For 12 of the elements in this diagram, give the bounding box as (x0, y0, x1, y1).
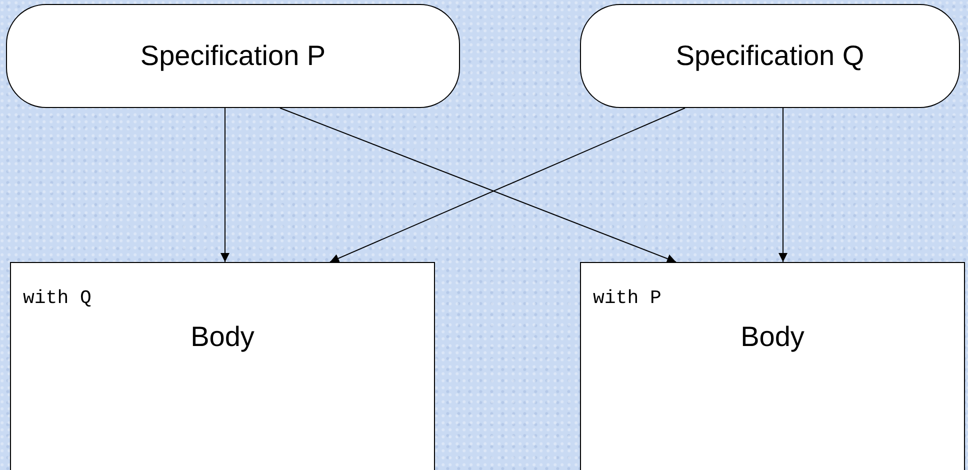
node-title: Specification P (140, 40, 326, 72)
code-text: with P (593, 287, 662, 309)
terminal-shape (6, 4, 460, 108)
arrow (778, 108, 788, 262)
code-text: with Q (23, 287, 92, 309)
module-box (580, 262, 965, 470)
node-title: Body (190, 321, 256, 353)
terminal-shape (580, 4, 960, 108)
node-title: Body (740, 321, 806, 353)
node-title: Specification Q (676, 40, 864, 72)
arrow (220, 108, 230, 262)
module-box (10, 262, 435, 470)
